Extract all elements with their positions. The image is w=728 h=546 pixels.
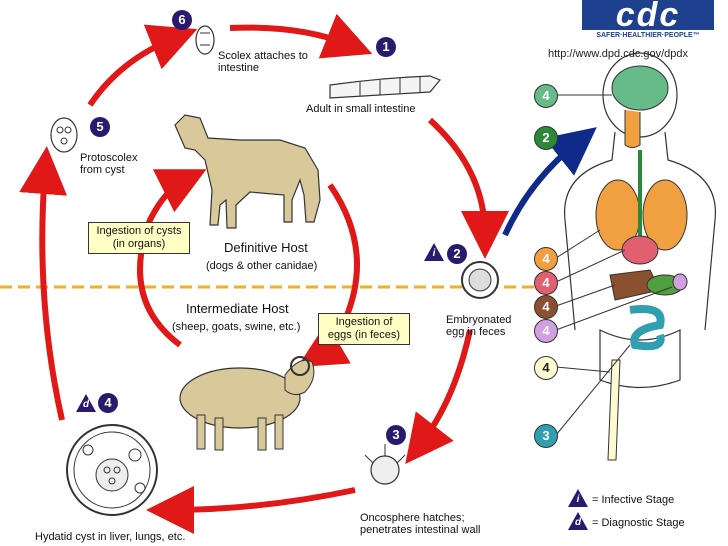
human-figure-drawing [563,52,717,461]
oncosphere-drawing [364,444,406,485]
adult-worm-drawing [329,75,441,99]
stage-4-marker: 4 [98,393,118,413]
arrow-to-human [502,127,597,237]
intermediate-host-subtitle: (sheep, goats, swine, etc.) [172,321,301,333]
dog-drawing [174,114,321,229]
hydatid-cyst-drawing [66,424,158,516]
sheep-drawing [179,356,315,451]
stage-3-label: Oncosphere hatches; penetrates intestina… [360,512,481,536]
source-url[interactable]: http://www.dpd.cdc.gov/dpdx [548,48,689,60]
legend-diagnostic-label: = Diagnostic Stage [592,517,685,529]
stage-3-marker: 3 [386,425,406,445]
body-label-7: 4 [534,356,558,380]
arrow-3-to-4 [146,485,356,534]
egg-drawing [461,261,499,299]
arrow-2-to-3 [405,329,473,464]
infective-stage-icon: i [424,243,444,261]
arrow-6-to-1 [229,13,373,59]
stage-5-label: Protoscolex from cyst [80,152,138,176]
body-label-8: 3 [534,424,558,448]
protoscolex-drawing [50,117,78,153]
legend-diagnostic-icon: d [568,512,588,530]
arrow-4-to-5 [19,146,68,421]
stage-4-label: Hydatid cyst in liver, lungs, etc. [35,531,186,543]
stage-6-marker: 6 [172,10,192,30]
cdc-tagline: SAFER·HEALTHIER·PEOPLE™ [596,32,700,39]
ingestion-of-cysts-box: Ingestion of cysts (in organs) [88,222,190,254]
stage-1-marker: 1 [376,37,396,57]
body-label-4: 4 [534,271,558,295]
body-label-3: 4 [534,247,558,271]
ingestion-of-eggs-box: Ingestion of eggs (in feces) [318,313,410,345]
body-label-6: 4 [534,319,558,343]
stage-5-marker: 5 [90,117,110,137]
diagnostic-stage-icon: d [76,394,96,412]
arrow-5-to-6 [87,24,198,107]
stage-2-marker: 2 [447,244,467,264]
body-label-1: 4 [534,84,558,108]
stage-2-label: Embryonated egg in feces [446,314,512,338]
stage-6-label: Scolex attaches to intestine [218,50,308,74]
cdc-logo: cdc [582,0,714,30]
legend-infective-label: = Infective Stage [592,494,675,506]
intermediate-host-title: Intermediate Host [186,301,289,316]
body-label-5: 4 [534,295,558,319]
legend-infective-icon: i [568,489,588,507]
body-label-2: 2 [534,126,558,150]
definitive-host-title: Definitive Host [224,240,308,255]
stage-1-label: Adult in small intestine [306,103,416,115]
arrow-1-to-2 [427,117,509,259]
definitive-host-subtitle: (dogs & other canidae) [206,260,318,272]
scolex-drawing [195,25,215,55]
